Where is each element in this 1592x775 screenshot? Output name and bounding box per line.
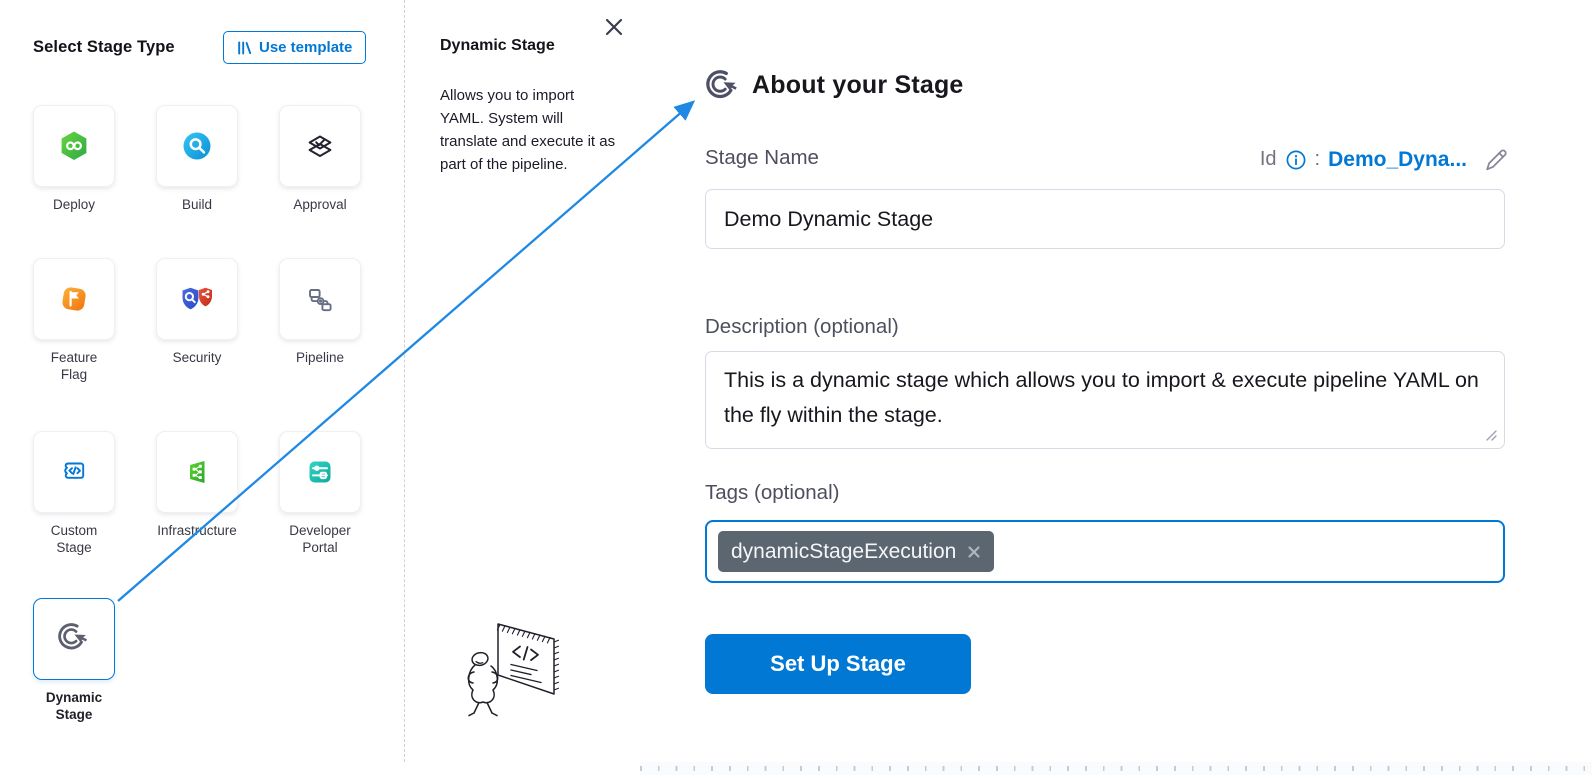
stage-type-pipeline[interactable]: Pipeline (279, 258, 361, 383)
stage-type-row: Dynamic Stage (33, 598, 115, 723)
close-icon[interactable] (603, 14, 629, 40)
stage-type-row: Custom Stage Infrastructure (33, 431, 361, 556)
dynamic-stage-icon (56, 621, 92, 657)
stage-type-row: Deploy Build (33, 105, 361, 213)
dynamic-stage-card[interactable] (33, 598, 115, 680)
page-title: Select Stage Type (33, 38, 175, 56)
stage-type-label: Build (181, 197, 213, 212)
stage-type-deploy[interactable]: Deploy (33, 105, 115, 213)
stage-id-row: Id : Demo_Dyna... (1260, 146, 1510, 173)
presenter-whiteboard-illustration (452, 612, 574, 720)
info-panel-title: Dynamic Stage (440, 37, 555, 54)
approval-icon (302, 128, 338, 164)
panel-divider (404, 0, 405, 762)
developer-portal-icon (302, 454, 338, 490)
custom-stage-card[interactable] (33, 431, 115, 513)
textarea-resize-handle[interactable] (1484, 428, 1498, 442)
stage-name-input[interactable] (705, 189, 1505, 249)
stage-type-label: Developer Portal (289, 523, 351, 555)
infrastructure-icon (179, 454, 215, 490)
stage-type-build[interactable]: Build (156, 105, 238, 213)
stage-type-label: Feature Flag (50, 350, 98, 382)
use-template-button[interactable]: Use template (223, 31, 367, 64)
stage-type-label: Custom Stage (50, 523, 98, 555)
tags-label: Tags (optional) (705, 481, 840, 504)
pipeline-card[interactable] (279, 258, 361, 340)
use-template-label: Use template (259, 39, 353, 56)
stage-type-label: Pipeline (295, 350, 345, 365)
description-textarea[interactable]: This is a dynamic stage which allows you… (705, 351, 1505, 449)
feature-flag-card[interactable] (33, 258, 115, 340)
edit-pencil-icon[interactable] (1483, 146, 1510, 173)
pipeline-canvas-strip (640, 762, 1592, 775)
deploy-card[interactable] (33, 105, 115, 187)
stage-type-label: Deploy (52, 197, 96, 212)
stage-type-approval[interactable]: Approval (279, 105, 361, 213)
build-card[interactable] (156, 105, 238, 187)
info-panel-description: Allows you to import YAML. System will t… (440, 87, 616, 173)
security-card[interactable] (156, 258, 238, 340)
template-library-icon (237, 40, 252, 56)
stage-type-dynamic-stage[interactable]: Dynamic Stage (33, 598, 115, 723)
deploy-icon (56, 128, 92, 164)
info-icon[interactable] (1285, 149, 1307, 171)
stage-id-value: Demo_Dyna... (1328, 147, 1467, 171)
stage-type-label: Dynamic Stage (45, 690, 103, 722)
security-icon (178, 281, 216, 317)
description-label: Description (optional) (705, 315, 899, 338)
set-up-stage-button[interactable]: Set Up Stage (705, 634, 971, 694)
build-icon (179, 128, 215, 164)
stage-type-row: Feature Flag Security (33, 258, 361, 383)
developer-portal-card[interactable] (279, 431, 361, 513)
approval-card[interactable] (279, 105, 361, 187)
stage-type-developer-portal[interactable]: Developer Portal (279, 431, 361, 556)
custom-stage-icon (56, 454, 92, 490)
dynamic-stage-icon (704, 68, 742, 106)
stage-type-security[interactable]: Security (156, 258, 238, 383)
feature-flag-icon (56, 281, 92, 317)
stage-type-custom-stage[interactable]: Custom Stage (33, 431, 115, 556)
about-panel-title: About your Stage (752, 71, 964, 99)
stage-type-label: Security (172, 350, 222, 365)
id-separator: : (1314, 148, 1321, 170)
stage-type-infrastructure[interactable]: Infrastructure (156, 431, 238, 556)
pipeline-icon (302, 281, 338, 317)
tag-chip-text: dynamicStageExecution (731, 539, 957, 563)
stage-name-label: Stage Name (705, 146, 819, 169)
stage-type-feature-flag[interactable]: Feature Flag (33, 258, 115, 383)
tag-chip: dynamicStageExecution (718, 531, 995, 572)
stage-type-label: Infrastructure (157, 523, 237, 538)
stage-type-label: Approval (293, 197, 347, 212)
remove-tag-icon[interactable] (967, 545, 981, 559)
tags-input[interactable]: dynamicStageExecution (705, 520, 1505, 583)
infrastructure-card[interactable] (156, 431, 238, 513)
id-label: Id (1259, 148, 1277, 170)
